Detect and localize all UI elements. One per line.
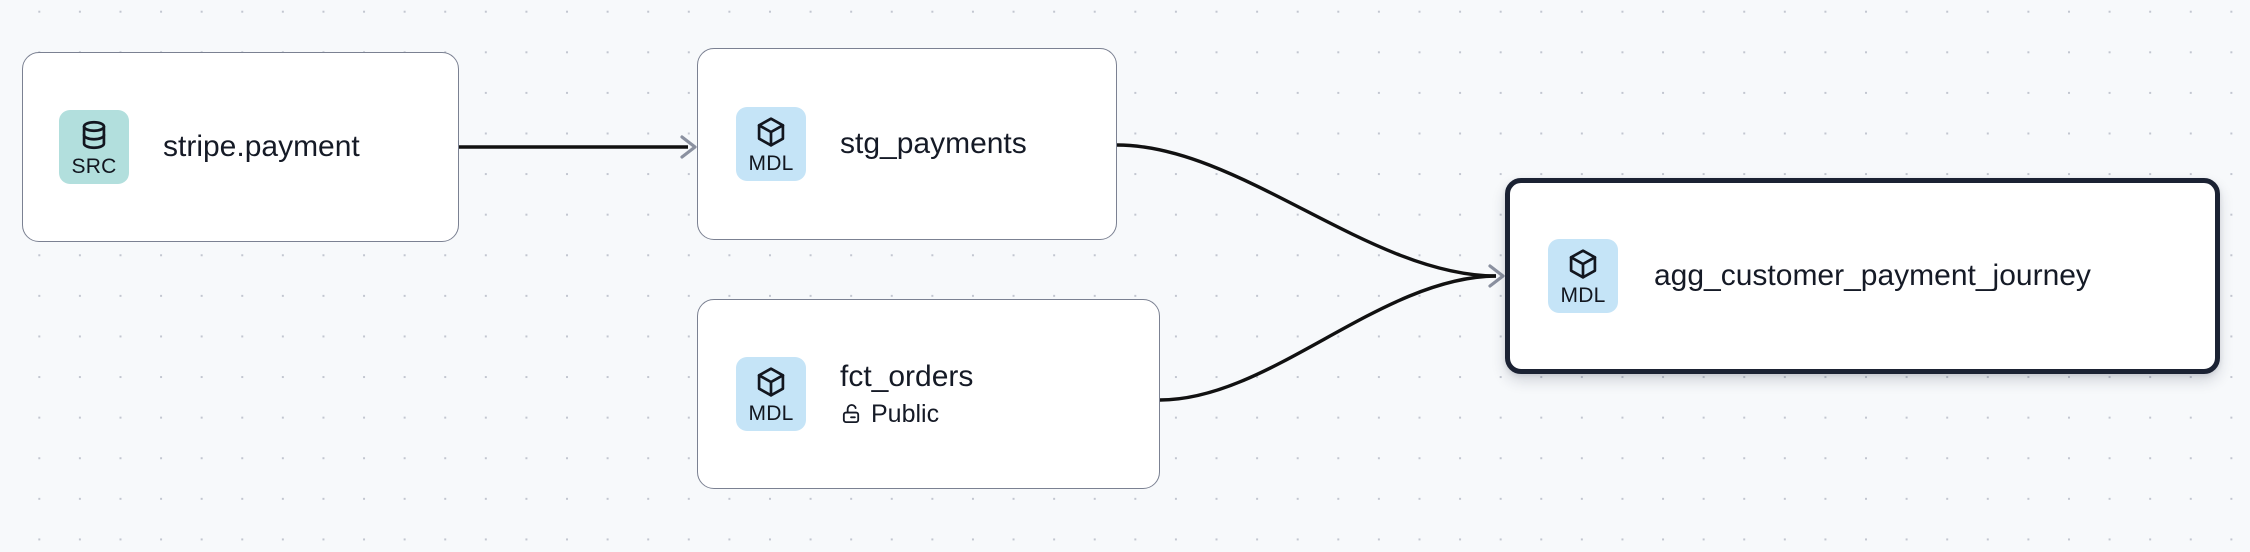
edge-fct-to-agg: [1159, 264, 1505, 402]
unlock-icon: [842, 404, 860, 424]
cube-icon: [757, 366, 785, 397]
node-badge-label: MDL: [748, 401, 794, 425]
edge-stripe-to-stg: [459, 135, 697, 159]
node-title: stg_payments: [840, 127, 1027, 160]
node-title: agg_customer_payment_journey: [1654, 259, 2091, 292]
node-agg-customer-payment-journey[interactable]: MDL agg_customer_payment_journey: [1505, 178, 2220, 374]
node-badge-source: SRC: [59, 110, 129, 184]
node-stripe-payment[interactable]: SRC stripe.payment: [22, 52, 459, 242]
node-visibility: Public: [840, 399, 973, 429]
node-stg-payments[interactable]: MDL stg_payments: [697, 48, 1117, 240]
node-body: stg_payments: [840, 127, 1027, 161]
arrowhead-icon: [680, 135, 697, 159]
node-title: stripe.payment: [163, 130, 360, 163]
node-badge-label: SRC: [71, 154, 117, 178]
node-badge-model: MDL: [736, 357, 806, 431]
edge-stg-to-agg: [1116, 143, 1497, 278]
node-fct-orders[interactable]: MDL fct_orders Public: [697, 299, 1160, 489]
cube-icon: [1569, 248, 1597, 279]
cube-icon: [757, 116, 785, 147]
node-title: fct_orders: [840, 359, 974, 393]
node-body: stripe.payment: [163, 130, 360, 164]
node-badge-model: MDL: [1548, 239, 1618, 313]
node-badge-label: MDL: [748, 151, 794, 175]
database-icon: [82, 120, 106, 149]
node-body: agg_customer_payment_journey: [1654, 259, 2091, 293]
node-visibility-label: Public: [871, 399, 940, 428]
arrowhead-icon: [1488, 264, 1505, 288]
node-badge-model: MDL: [736, 107, 806, 181]
node-body: fct_orders Public: [840, 360, 973, 429]
node-badge-label: MDL: [1560, 283, 1606, 307]
